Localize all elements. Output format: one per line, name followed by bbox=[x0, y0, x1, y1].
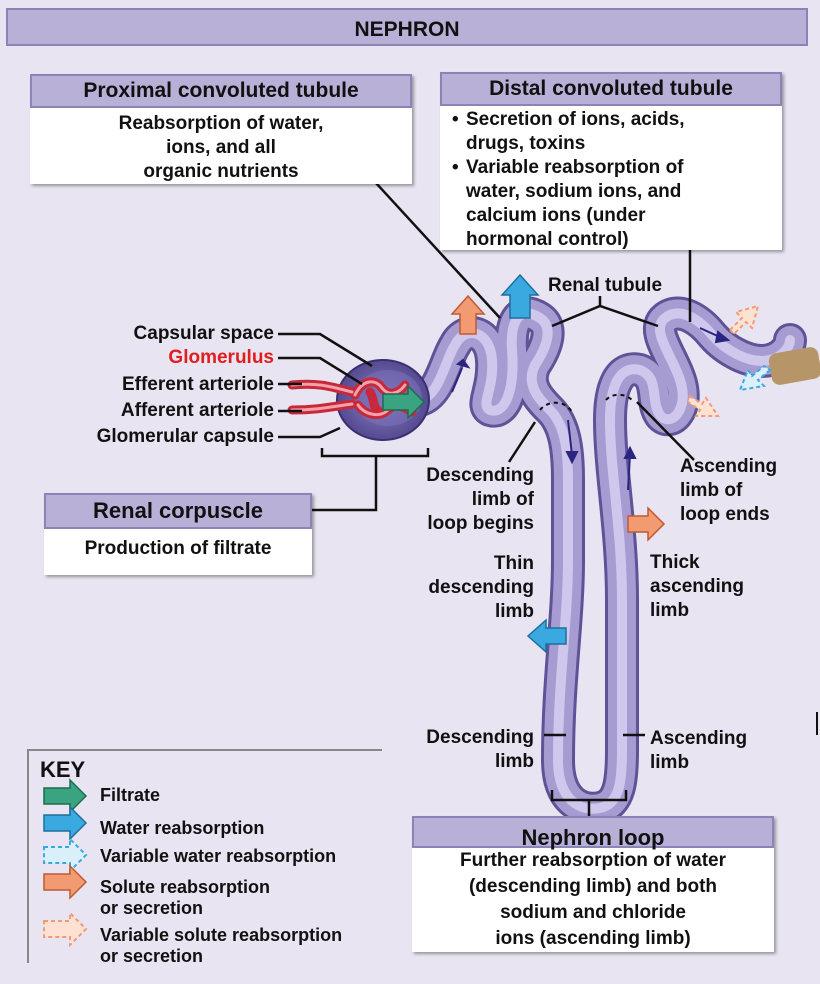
label-desc-begins-line-2: limb of bbox=[471, 489, 534, 510]
loop-begin-dotted bbox=[539, 401, 573, 413]
label-descending-limb: Descending limb bbox=[426, 726, 534, 774]
collecting-duct-stub bbox=[768, 347, 820, 385]
label-asc-ends-line-3: loop ends bbox=[680, 504, 770, 525]
pct-heading: Proximal convoluted tubule bbox=[30, 74, 412, 108]
renal-corpuscle-box: Renal corpuscle Production of filtrate bbox=[44, 493, 312, 575]
label-thin-desc-line-2: descending bbox=[428, 577, 534, 598]
label-desc-limb-line-2: limb bbox=[494, 751, 534, 772]
renal-corpuscle-heading: Renal corpuscle bbox=[44, 493, 312, 529]
dct-bullet-2-line-3: calcium ions (under bbox=[466, 205, 646, 226]
dct-bullet-1-line-2: drugs, toxins bbox=[466, 133, 586, 154]
solute-arrow-icon-2 bbox=[627, 506, 666, 542]
label-descending-limb-begins: Descending limb of loop begins bbox=[426, 464, 534, 536]
variable-solute-arrow-icon bbox=[728, 304, 760, 336]
loop-line-4: ions (ascending limb) bbox=[495, 928, 691, 949]
label-asc-limb-line-2: limb bbox=[650, 752, 690, 773]
nephron-loop-heading: Nephron loop bbox=[412, 816, 774, 850]
flow-direction-arrows bbox=[451, 327, 731, 491]
solute-arrow-icon bbox=[450, 294, 486, 335]
key-solute-arrow-icon bbox=[43, 864, 88, 900]
key-icons bbox=[43, 778, 88, 948]
key-item-water: Water reabsorption bbox=[100, 818, 265, 838]
dct-bullet-1: • Secretion of ions, acids, drugs, toxins bbox=[452, 108, 782, 156]
renal-corpuscle-description: Production of filtrate bbox=[84, 538, 272, 559]
loop-line-2: (descending limb) and both bbox=[468, 876, 718, 897]
pct-box: Proximal convoluted tubule Reabsorption … bbox=[30, 74, 412, 184]
loop-line-1: Further reabsorption of water bbox=[459, 850, 727, 871]
label-efferent-arteriole: Efferent arteriole bbox=[121, 374, 274, 395]
filtrate-arrow-icon bbox=[382, 384, 426, 420]
loop-end-dotted bbox=[605, 393, 633, 401]
label-asc-limb-line-1: Ascending bbox=[650, 728, 748, 749]
label-thick-asc-line-3: limb bbox=[650, 600, 690, 621]
dct-bullet-2-line-4: hormonal control) bbox=[466, 229, 629, 250]
pct-line-3: organic nutrients bbox=[143, 161, 299, 182]
key-frame bbox=[27, 749, 382, 963]
pct-description: Reabsorption of water, ions, and all org… bbox=[30, 108, 412, 184]
dct-description: • Secretion of ions, acids, drugs, toxins… bbox=[440, 106, 782, 252]
loop-line-3: sodium and chloride bbox=[500, 902, 686, 923]
label-thin-descending-limb: Thin descending limb bbox=[428, 552, 534, 624]
label-ascending-limb-ends: Ascending limb of loop ends bbox=[680, 455, 777, 527]
nephron-loop-box: Nephron loop Further reabsorption of wat… bbox=[412, 816, 774, 952]
label-desc-limb-line-1: Descending bbox=[426, 727, 534, 748]
dct-bullet-2-line-2: water, sodium ions, and bbox=[466, 181, 682, 202]
key-title: KEY bbox=[40, 757, 86, 782]
nephron-loop-description: Further reabsorption of water (descendin… bbox=[412, 848, 774, 952]
dct-bullet-2: • Variable reabsorption of water, sodium … bbox=[452, 156, 782, 252]
label-ascending-limb: Ascending limb bbox=[650, 727, 747, 775]
key-item-solute: Solute reabsorption or secretion bbox=[100, 877, 271, 918]
dct-box: Distal convoluted tubule • Secretion of i… bbox=[440, 72, 782, 250]
label-glomerular-capsule: Glomerular capsule bbox=[96, 426, 274, 447]
key-variable-solute-arrow-icon bbox=[43, 910, 88, 948]
renal-corpuscle-illustration bbox=[287, 359, 430, 441]
label-desc-begins-line-3: loop begins bbox=[427, 513, 534, 534]
page-title: NEPHRON bbox=[354, 18, 460, 41]
variable-water-arrow-icon bbox=[738, 364, 772, 392]
label-thin-desc-line-1: Thin bbox=[493, 553, 534, 574]
label-capsular-space: Capsular space bbox=[133, 323, 274, 344]
key-item-variable-solute: Variable solute reabsorption or secretio… bbox=[100, 925, 343, 966]
renal-tubule bbox=[403, 296, 807, 826]
title-bar: NEPHRON bbox=[6, 8, 808, 46]
bullet-icon: • bbox=[452, 109, 459, 130]
variable-solute-arrow-icon-2 bbox=[686, 394, 720, 417]
label-glomerulus: Glomerulus bbox=[168, 347, 274, 368]
label-asc-ends-line-2: limb of bbox=[680, 480, 743, 501]
pct-line-1: Reabsorption of water, bbox=[118, 113, 324, 134]
pct-line-2: ions, and all bbox=[166, 137, 276, 158]
water-arrow-icon bbox=[500, 273, 540, 319]
water-arrow-icon-2 bbox=[526, 618, 567, 654]
bullet-icon: • bbox=[452, 157, 459, 178]
dct-bullet-2-line-1: Variable reabsorption of bbox=[466, 157, 684, 178]
label-asc-ends-line-1: Ascending bbox=[680, 456, 778, 477]
key-variable-water-arrow-icon bbox=[43, 836, 88, 874]
label-renal-tubule: Renal tubule bbox=[548, 275, 663, 296]
leader-lines bbox=[278, 182, 695, 818]
label-thick-asc-line-2: ascending bbox=[650, 576, 744, 597]
label-afferent-arteriole: Afferent arteriole bbox=[120, 400, 274, 421]
dct-heading: Distal convoluted tubule bbox=[440, 72, 782, 106]
dct-bullet-1-line-1: Secretion of ions, acids, bbox=[466, 109, 685, 130]
key-item-variable-water: Variable water reabsorption bbox=[100, 846, 337, 866]
label-desc-begins-line-1: Descending bbox=[426, 465, 534, 486]
label-thick-ascending-limb: Thick ascending limb bbox=[650, 551, 744, 623]
key-item-filtrate: Filtrate bbox=[100, 785, 161, 805]
label-thin-desc-line-3: limb bbox=[494, 601, 534, 622]
key-water-arrow-icon bbox=[43, 805, 88, 841]
label-thick-asc-line-1: Thick bbox=[650, 552, 700, 573]
key-filtrate-arrow-icon bbox=[43, 778, 88, 814]
